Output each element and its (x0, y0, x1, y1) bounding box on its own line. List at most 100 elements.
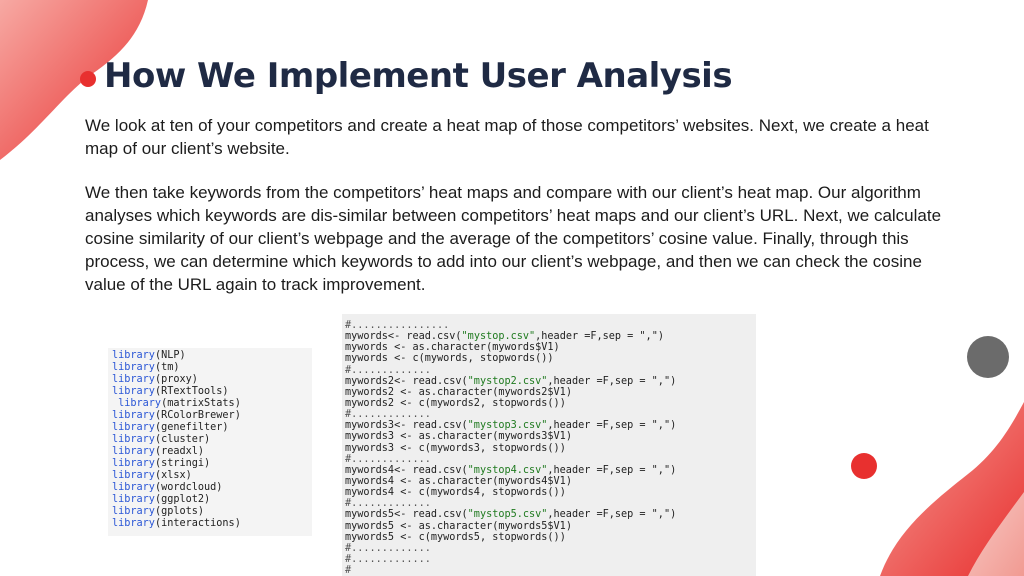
code-line: library(genefilter) (112, 422, 312, 434)
code-argument: interactions (161, 518, 235, 529)
code-paren: ) (222, 386, 229, 397)
code-paren: ( (154, 446, 162, 457)
code-argument: mywords$V1 (492, 342, 554, 354)
code-comment: #............. (345, 364, 431, 376)
code-argument: stopwords() (492, 397, 560, 409)
code-line: library(ggplot2) (112, 494, 312, 506)
code-line: #............. (345, 454, 756, 465)
code-comment: #............. (345, 553, 431, 565)
code-argument: stringi (161, 458, 205, 469)
code-function: library (112, 518, 155, 529)
code-argument: tm (161, 362, 174, 373)
top-left-blob-shape (0, 0, 148, 160)
code-variable: mywords5 <- (345, 520, 419, 532)
code-paren: ( (154, 386, 162, 397)
code-variable: mywords2 <- (345, 397, 419, 409)
code-argument: xlsx (161, 470, 186, 481)
code-comment: #............. (345, 409, 431, 421)
code-function: library (112, 422, 155, 433)
code-line: # (345, 565, 756, 576)
red-circle-shape (851, 453, 877, 479)
code-comment: #............. (345, 453, 431, 465)
code-paren: ( (154, 362, 162, 373)
code-variable: mywords3 <- (345, 431, 419, 443)
code-argument: proxy (161, 374, 192, 385)
code-line: library(RTextTools) (112, 386, 312, 398)
code-line: library(RColorBrewer) (112, 410, 312, 422)
code-function: library (112, 410, 155, 421)
code-function: library (112, 470, 155, 481)
code-function: c(mywords3, (418, 442, 493, 454)
code-line: #............. (345, 554, 756, 565)
code-function: c(mywords5, (418, 531, 493, 543)
code-function: as.character( (418, 520, 499, 532)
code-paren: ( (154, 482, 162, 493)
code-screenshot-stopwords: #................mywords<- read.csv("mys… (342, 314, 756, 576)
code-paren: ( (154, 470, 162, 481)
code-line: library(proxy) (112, 374, 312, 386)
bottom-right-small-blob-shape (968, 492, 1024, 576)
code-string: "mystop.csv" (461, 331, 536, 343)
code-variable: mywords5 <- (345, 531, 419, 543)
code-line: library(tm) (112, 362, 312, 374)
code-paren: ( (154, 374, 162, 385)
code-paren: ) (565, 431, 572, 443)
code-line: mywords2 <- as.character(mywords2$V1) (345, 387, 756, 398)
code-argument: gplots (161, 506, 198, 517)
code-argument: genefilter (161, 422, 223, 433)
code-line: mywords3 <- as.character(mywords3$V1) (345, 431, 756, 442)
code-string: "mystop2.csv" (467, 375, 548, 387)
code-paren: ) (197, 506, 205, 517)
code-line: library(cluster) (112, 434, 312, 446)
code-function: library (112, 494, 155, 505)
code-variable: mywords3 <- (345, 442, 419, 454)
code-paren: ) (173, 362, 180, 373)
code-paren: ) (222, 422, 229, 433)
code-paren: ) (197, 446, 205, 457)
code-comment: # (345, 565, 352, 576)
code-screenshot-libraries: library(NLP)library(tm)library(proxy)lib… (108, 348, 312, 536)
code-paren: ( (154, 410, 162, 421)
code-argument: RTextTools (161, 386, 223, 397)
page-title: How We Implement User Analysis (104, 56, 733, 96)
code-argument: cluster (161, 434, 205, 445)
code-line: #............. (345, 365, 756, 376)
code-paren: ( (154, 422, 162, 433)
code-line: library(interactions) (112, 518, 312, 530)
code-paren: ) (204, 494, 211, 505)
code-line: mywords2<- read.csv("mystop2.csv",header… (345, 376, 756, 387)
code-line: mywords2 <- c(mywords2, stopwords()) (345, 398, 756, 409)
code-paren: ) (234, 410, 241, 421)
code-function: library (112, 374, 155, 385)
code-function: read.csv( (412, 375, 468, 387)
code-argument: readxl (161, 446, 198, 457)
paragraph-intro: We look at ten of your competitors and c… (85, 116, 929, 158)
code-variable: mywords<- (345, 331, 407, 343)
code-variable: mywords3<- (345, 420, 413, 432)
code-function: read.csv( (412, 420, 468, 432)
code-paren: ( (154, 506, 162, 517)
code-variable: mywords5<- (345, 509, 413, 521)
code-function: as.character( (418, 386, 499, 398)
code-paren: ) (559, 487, 566, 499)
code-argument: ggplot2 (161, 494, 205, 505)
code-paren: ) (191, 374, 198, 385)
code-line: library(wordcloud) (112, 482, 312, 494)
code-function: read.csv( (412, 509, 468, 521)
code-line: mywords5 <- as.character(mywords5$V1) (345, 521, 756, 532)
code-paren: ) (565, 475, 572, 487)
code-function: c(mywords2, (418, 397, 493, 409)
code-argument: ,header =F,sep = ",") (535, 331, 664, 343)
code-line: #................ (345, 320, 756, 331)
code-paren: ( (154, 518, 162, 529)
code-line: #............. (345, 498, 756, 509)
code-function: as.character( (418, 431, 499, 443)
code-line: library(matrixStats) (112, 398, 312, 410)
code-argument: matrixStats (167, 398, 235, 409)
code-line: mywords<- read.csv("mystop.csv",header =… (345, 331, 756, 342)
code-function: c(mywords4, (418, 487, 493, 499)
code-argument: ,header =F,sep = ",") (547, 420, 677, 432)
title-row: How We Implement User Analysis (80, 50, 733, 102)
code-line: library(readxl) (112, 446, 312, 458)
